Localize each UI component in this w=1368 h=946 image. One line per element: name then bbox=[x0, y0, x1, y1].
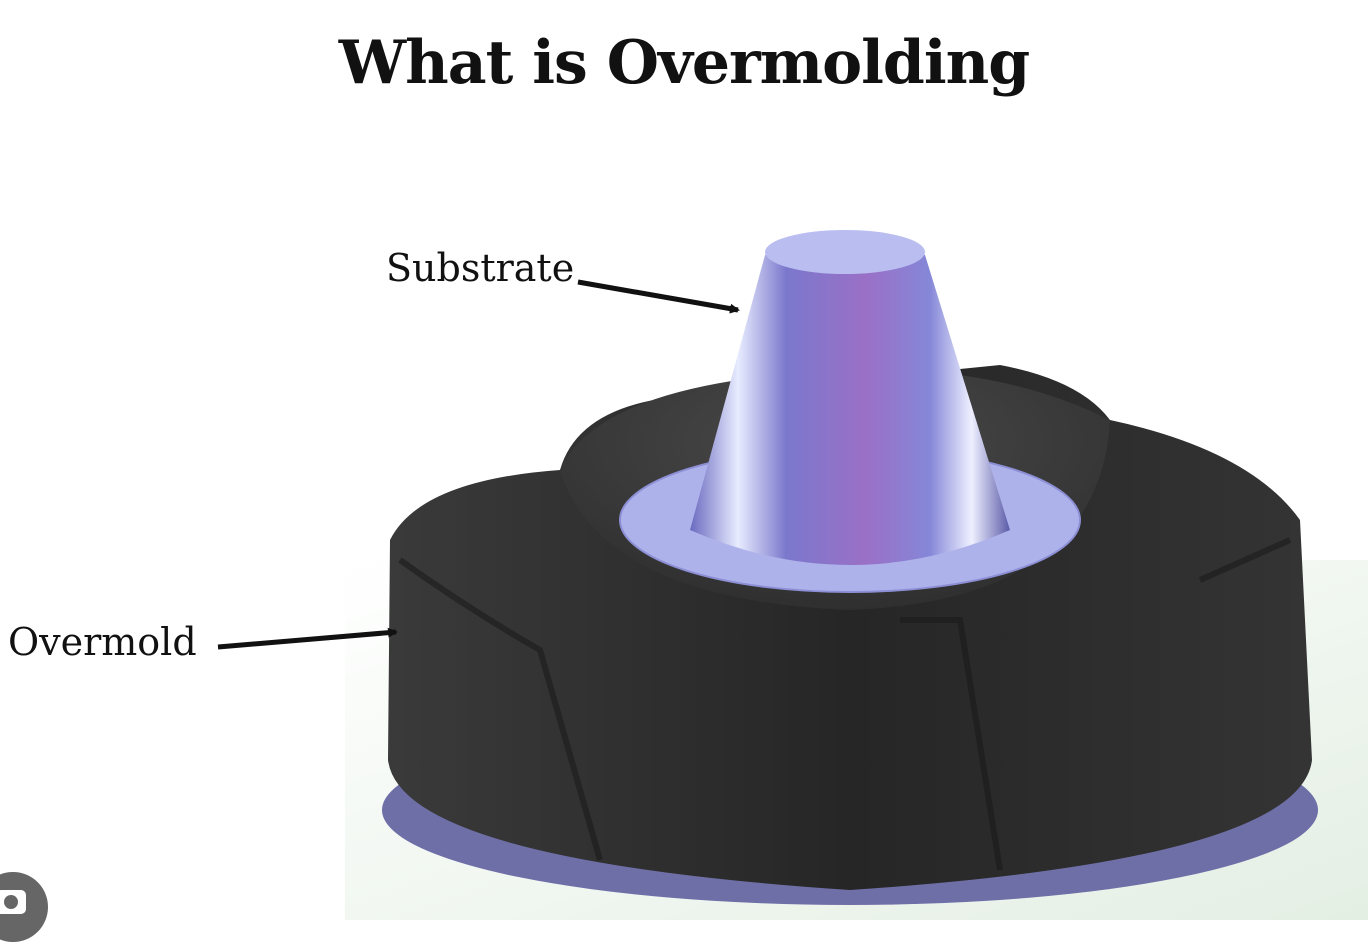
overmolded-knob-illustration bbox=[217, 230, 1368, 920]
substrate-arrow bbox=[577, 279, 740, 314]
substrate-cone-tip bbox=[765, 230, 925, 274]
substrate-label: Substrate bbox=[386, 246, 575, 290]
overmold-label: Overmold bbox=[8, 620, 197, 664]
diagram-title: What is Overmolding bbox=[338, 28, 1030, 98]
substrate-cone bbox=[690, 238, 1010, 565]
overmold-arrow bbox=[217, 627, 398, 650]
camera-search-icon[interactable] bbox=[0, 872, 48, 942]
